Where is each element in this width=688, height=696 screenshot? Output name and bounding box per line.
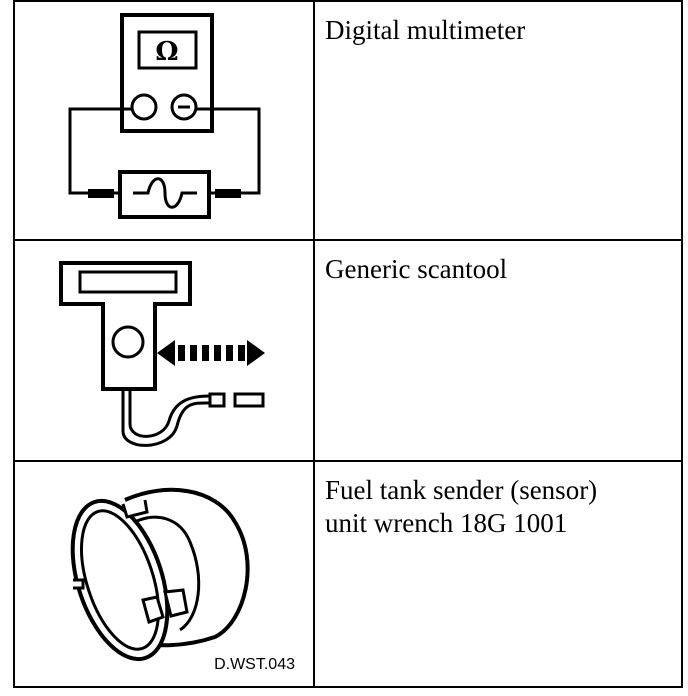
tool-name-cell-2: Generic scantool — [315, 241, 681, 462]
tool-image-cell-1: Ω — [15, 2, 315, 241]
ohm-symbol: Ω — [155, 37, 178, 67]
tool-name-multimeter: Digital multimeter — [325, 15, 526, 45]
tool-image-cell-2 — [15, 241, 315, 462]
tool-image-cell-3: D.WST.043 — [15, 462, 315, 686]
tool-name-cell-3: Fuel tank sender (sensor) unit wrench 18… — [315, 462, 681, 686]
scantool-icon — [59, 261, 265, 447]
drawing-reference: D.WST.043 — [214, 656, 295, 673]
tool-name-scantool: Generic scantool — [325, 254, 508, 284]
tool-table: Ω Digital multimeter — [13, 0, 683, 688]
multimeter-icon: Ω — [68, 13, 261, 219]
tool-name-cell-1: Digital multimeter — [315, 2, 681, 241]
tool-name-sender-wrench: Fuel tank sender (sensor) unit wrench 18… — [325, 475, 598, 538]
sender-wrench-icon — [70, 487, 250, 662]
